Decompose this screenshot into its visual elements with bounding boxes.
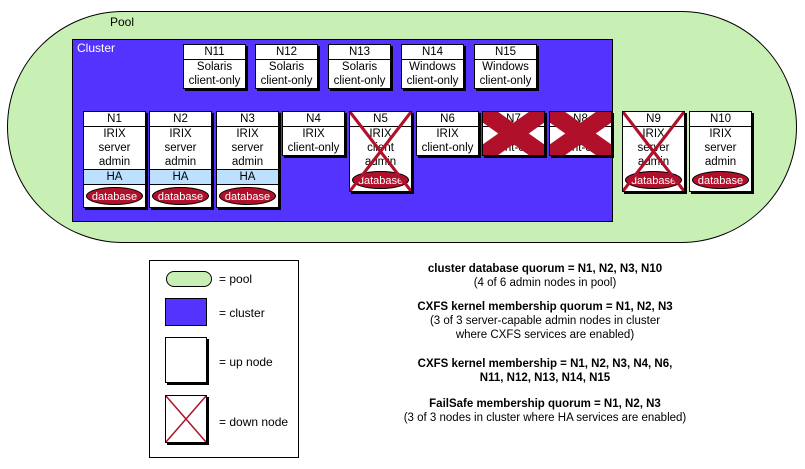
node-detail: client xyxy=(367,142,394,154)
node-detail: IRIX xyxy=(569,128,592,140)
node-detail: admin xyxy=(98,156,131,168)
node-name: N7 xyxy=(483,112,544,127)
node-detail: IRIX xyxy=(169,128,192,140)
failsafe-quorum-sub: (3 of 3 nodes in cluster where HA servic… xyxy=(403,412,687,424)
database-badge: database xyxy=(352,171,409,189)
kernel-quorum-text: CXFS kernel membership quorum = N1, N2, … xyxy=(360,300,730,342)
node-detail: admin xyxy=(231,156,264,168)
node-detail: client-only xyxy=(406,75,459,87)
node-ha-label: HA xyxy=(217,169,278,185)
node-detail: client-only xyxy=(260,75,313,87)
node-detail: client-only xyxy=(333,75,386,87)
database-badge: database xyxy=(692,171,749,189)
node-detail: client-only xyxy=(487,142,540,154)
node-detail: Windows xyxy=(409,61,456,73)
database-badge: database xyxy=(219,187,276,205)
node-name: N10 xyxy=(690,112,751,127)
node-detail: IRIX xyxy=(236,128,259,140)
node-name: N6 xyxy=(417,112,478,127)
node-name: N3 xyxy=(217,112,278,127)
node-detail: admin xyxy=(164,156,197,168)
node-detail: server xyxy=(637,142,670,154)
node-detail: Windows xyxy=(482,61,529,73)
node-detail: Solaris xyxy=(196,61,233,73)
db-quorum-text: cluster database quorum = N1, N2, N3, N1… xyxy=(380,262,710,290)
legend-up-node-swatch xyxy=(165,337,207,383)
node-detail: IRIX xyxy=(502,128,525,140)
node-detail: Solaris xyxy=(268,61,305,73)
database-badge: database xyxy=(625,171,682,189)
kernel-membership-text: CXFS kernel membership = N1, N2, N3, N4,… xyxy=(360,357,730,385)
node-name: N1 xyxy=(84,112,145,127)
database-badge: database xyxy=(86,187,143,205)
node-detail: client-only xyxy=(421,142,474,154)
node-detail: server xyxy=(98,142,131,154)
failsafe-quorum-title: FailSafe membership quorum = N1, N2, N3 xyxy=(429,398,661,410)
node-name: N14 xyxy=(402,45,463,60)
node-name: N15 xyxy=(475,45,536,60)
db-quorum-title: cluster database quorum = N1, N2, N3, N1… xyxy=(427,263,663,275)
node-name: N2 xyxy=(150,112,211,127)
node-detail: IRIX xyxy=(369,128,392,140)
node-detail: IRIX xyxy=(709,128,732,140)
node-ha-label: HA xyxy=(84,169,145,185)
kernel-membership-title1: CXFS kernel membership = N1, N2, N3, N4,… xyxy=(417,358,673,370)
legend-down-node-swatch xyxy=(165,395,207,443)
node-name: N12 xyxy=(256,45,317,60)
kernel-quorum-sub2: where CXFS services are enabled) xyxy=(455,329,635,341)
node-detail: admin xyxy=(364,156,397,168)
node-name: N8 xyxy=(550,112,611,127)
legend-pool-swatch xyxy=(166,271,212,287)
legend-cluster-swatch xyxy=(165,298,207,326)
node-name: N5 xyxy=(350,112,411,127)
node-detail: client-only xyxy=(188,75,241,87)
node-name: N13 xyxy=(329,45,390,60)
node-detail: IRIX xyxy=(302,128,325,140)
node-detail: server xyxy=(704,142,737,154)
node-detail: IRIX xyxy=(103,128,126,140)
node-detail: client-only xyxy=(479,75,532,87)
node-detail: admin xyxy=(637,156,670,168)
node-name: N11 xyxy=(184,45,245,60)
cluster-label: Cluster xyxy=(77,41,116,55)
legend-up-node-label: = up node xyxy=(219,355,273,369)
database-badge: database xyxy=(152,187,209,205)
legend-down-node-label: = down node xyxy=(219,415,289,429)
node-detail: admin xyxy=(704,156,737,168)
node-detail: client-only xyxy=(287,142,340,154)
node-detail: client-only xyxy=(554,142,607,154)
kernel-quorum-title: CXFS kernel membership quorum = N1, N2, … xyxy=(417,301,673,313)
node-detail: IRIX xyxy=(642,128,665,140)
node-detail: IRIX xyxy=(436,128,459,140)
node-name: N4 xyxy=(283,112,344,127)
kernel-membership-title2: N11, N12, N13, N14, N15 xyxy=(479,372,611,384)
kernel-quorum-sub1: (3 of 3 server-capable admin nodes in cl… xyxy=(429,315,661,327)
failsafe-quorum-text: FailSafe membership quorum = N1, N2, N3 … xyxy=(355,397,735,425)
db-quorum-sub: (4 of 6 admin nodes in pool) xyxy=(473,277,617,289)
pool-label: Pool xyxy=(110,15,135,29)
down-x-icon xyxy=(166,396,206,442)
legend-pool-label: = pool xyxy=(219,272,253,286)
node-detail: server xyxy=(231,142,264,154)
legend-cluster-label: = cluster xyxy=(219,306,265,320)
node-detail: Solaris xyxy=(341,61,378,73)
node-name: N9 xyxy=(623,112,684,127)
node-ha-label: HA xyxy=(150,169,211,185)
node-detail: server xyxy=(164,142,197,154)
